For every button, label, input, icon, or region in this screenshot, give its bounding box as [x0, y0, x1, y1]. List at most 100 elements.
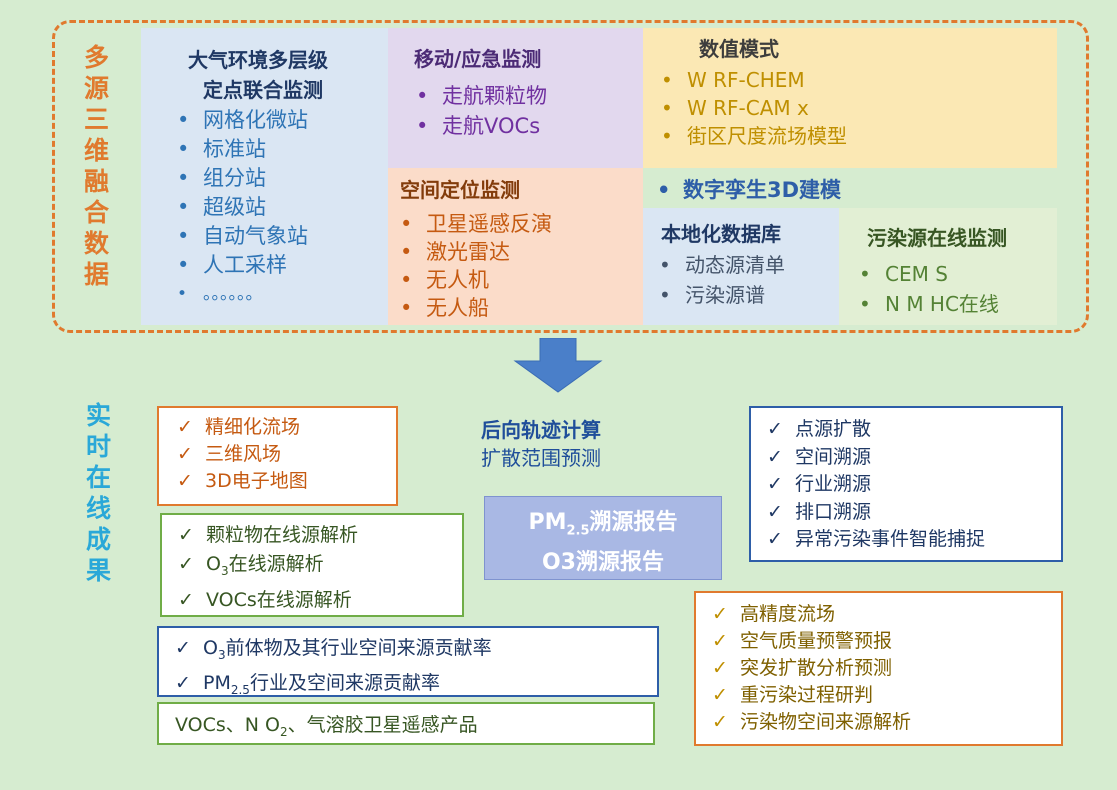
list-item: 走航颗粒物 [416, 81, 547, 111]
label-char: 实 [86, 401, 112, 430]
list-item: W RF-CAM x [661, 94, 847, 122]
list-item: 无人船 [400, 294, 552, 322]
source-apportionment-list: ✓颗粒物在线源解析 ✓O3在线源解析 ✓VOCs在线源解析 [178, 521, 462, 615]
check-icon: ✓ [178, 524, 194, 546]
list-item: ✓异常污染事件智能捕捉 [767, 526, 1061, 554]
item-text: 污染物空间来源解析 [740, 711, 912, 733]
backtrack-line: 扩散范围预测 [481, 446, 601, 470]
list-item: ✓行业溯源 [767, 471, 1061, 499]
list-item: ✓ 重污染过程研判 [712, 682, 1061, 709]
list-item: 污染源谱 [659, 280, 785, 310]
backtrack-line: 后向轨迹计算 [481, 418, 601, 442]
check-icon: ✓ [177, 470, 193, 492]
top-vertical-label: 多 源 三 维 融 合 数 据 [84, 42, 109, 290]
report-title: 溯源报告 [589, 510, 678, 535]
list-item: N M HC在线 [859, 289, 999, 319]
list-item: 动态源清单 [659, 250, 785, 280]
list-item: ✓点源扩散 [767, 416, 1061, 444]
check-icon: ✓ [767, 500, 783, 523]
list-item: ✓O3在线源解析 [178, 550, 462, 586]
list-item: 走航VOCs [416, 111, 547, 141]
check-icon: ✓ [178, 588, 194, 611]
list-item: ✓ 颗粒物在线源解析 [178, 521, 462, 550]
pm-label: PM [528, 510, 567, 535]
label-char: 果 [86, 556, 112, 585]
item-text: 行业溯源 [795, 473, 872, 495]
check-icon: ✓ [177, 416, 193, 438]
item-text: 精细化流场 [205, 416, 301, 438]
item-text: 前体物及其行业空间来源贡献率 [225, 637, 492, 659]
item-text: 行业及空间来源贡献率 [249, 671, 440, 694]
panel-title: 定点联合监测 [203, 78, 323, 102]
report-line-1: PM2.5溯源报告 [485, 507, 721, 547]
forecast-box: ✓高精度流场 ✓空气质量预警预报 ✓ 突发扩散分析预测 ✓ 重污染过程研判 ✓ 污染物… [694, 591, 1063, 746]
label-char: 数 [84, 229, 110, 258]
panel-title: 空间定位监测 [400, 178, 520, 202]
list-item: 网格化微站 [177, 106, 308, 135]
panel-title: 大气环境多层级 [188, 48, 328, 72]
check-icon: ✓ [175, 671, 191, 694]
local-db-list: 动态源清单 污染源谱 [659, 250, 785, 310]
list-item: 。。。。。。 [177, 280, 308, 309]
check-icon: ✓ [712, 711, 728, 733]
item-text: 空间溯源 [795, 445, 872, 468]
digital-twin-item: 数字孪生3D建模 [657, 176, 841, 204]
label-char: 成 [86, 525, 112, 554]
item-text: 突发扩散分析预测 [740, 657, 893, 679]
list-item: ✓ VOCs在线源解析 [178, 586, 462, 615]
item-text: 在线源解析 [228, 553, 324, 575]
numerical-list: W RF-CHEM W RF-CAM x 街区尺度流场模型 [661, 66, 847, 150]
pm-prefix: PM [203, 671, 231, 694]
list-item: ✓高精度流场 [712, 601, 1061, 628]
flow-field-list: ✓精细化流场 ✓三维风场 ✓3D电子地图 [177, 414, 396, 495]
contribution-list: ✓O3前体物及其行业空间来源贡献率 ✓PM2.5行业及空间来源贡献率 [175, 634, 657, 704]
label-char: 维 [84, 136, 110, 165]
list-item: ✓空气质量预警预报 [712, 628, 1061, 655]
label-char: 线 [86, 494, 112, 523]
check-icon: ✓ [178, 553, 194, 575]
multilayer-list: 网格化微站 标准站 组分站 超级站 自动气象站 人工采样 。。。。。。 [177, 106, 308, 309]
item-text: 点源扩散 [795, 418, 872, 440]
list-item: ✓空间溯源 [767, 444, 1061, 472]
source-trace-list: ✓点源扩散 ✓空间溯源 ✓行业溯源 ✓排口溯源 ✓异常污染事件智能捕捉 [767, 416, 1061, 554]
panel-spatial-monitoring: 空间定位监测 卫星遥感反演 激光雷达 无人机 无人船 [388, 168, 643, 325]
check-icon: ✓ [767, 528, 783, 550]
label-char: 合 [84, 198, 110, 227]
item-text: 排口溯源 [795, 500, 872, 523]
mobile-list: 走航颗粒物 走航VOCs [416, 81, 547, 141]
list-item: ✓3D电子地图 [177, 468, 396, 495]
label-char: 时 [86, 432, 112, 461]
list-item: 无人机 [400, 266, 552, 294]
check-icon: ✓ [175, 637, 191, 659]
down-arrow-icon [513, 338, 603, 393]
label-char: 三 [84, 105, 110, 134]
satellite-prefix: VOCs、N O [175, 714, 280, 736]
item-text: 空气质量预警预报 [740, 630, 893, 652]
bottom-vertical-label: 实 时 在 线 成 果 [86, 400, 111, 586]
source-trace-box: ✓点源扩散 ✓空间溯源 ✓行业溯源 ✓排口溯源 ✓异常污染事件智能捕捉 [749, 406, 1063, 562]
label-char: 源 [84, 74, 110, 103]
o3-prefix: O [206, 553, 221, 575]
list-item: 街区尺度流场模型 [661, 122, 847, 150]
panel-mobile-monitoring: 移动/应急监测 走航颗粒物 走航VOCs [388, 28, 643, 168]
panel-title: 数值模式 [699, 37, 779, 61]
check-icon: ✓ [712, 657, 728, 679]
label-char: 多 [84, 43, 110, 72]
forecast-list: ✓高精度流场 ✓空气质量预警预报 ✓ 突发扩散分析预测 ✓ 重污染过程研判 ✓ 污染物… [712, 601, 1061, 736]
check-icon: ✓ [712, 684, 728, 706]
label-char: 据 [84, 260, 110, 289]
list-item: 数字孪生3D建模 [657, 176, 841, 204]
satellite-text: 、气溶胶卫星遥感产品 [287, 714, 478, 736]
list-item: ✓ PM2.5行业及空间来源贡献率 [175, 669, 657, 704]
item-text: 颗粒物在线源解析 [206, 524, 359, 546]
panel-title: 本地化数据库 [661, 222, 781, 246]
pm-subscript: 2.5 [230, 682, 250, 697]
item-text: 三维风场 [205, 443, 282, 465]
item-text: VOCs在线源解析 [206, 588, 352, 611]
item-text: 重污染过程研判 [740, 684, 874, 706]
multi-source-frame [52, 20, 1089, 333]
satellite-product-box: VOCs、N O2、气溶胶卫星遥感产品 [157, 702, 655, 745]
backtrack-text: 后向轨迹计算 扩散范围预测 [481, 416, 601, 472]
list-item: ✓三维风场 [177, 441, 396, 468]
list-item: 人工采样 [177, 251, 308, 280]
